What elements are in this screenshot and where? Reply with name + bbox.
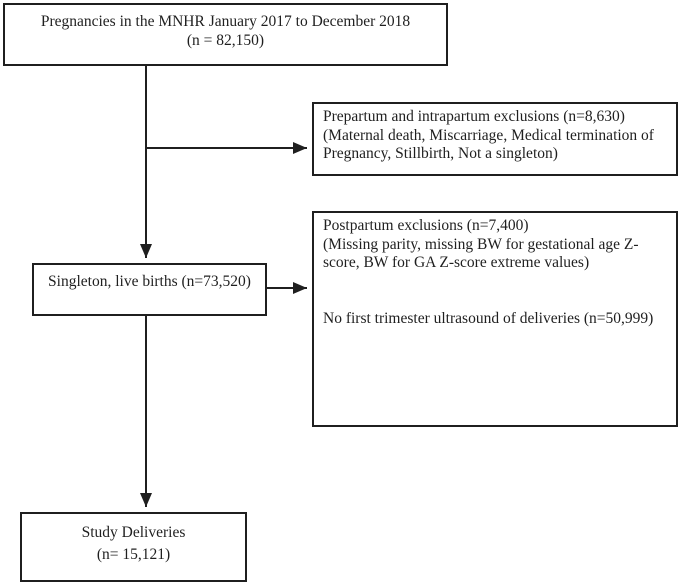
pregnancies-count-line: (n = 82,150) (186, 32, 265, 49)
prepartum-detail-line-1: (Maternal death, Miscarriage, Medical te… (323, 126, 654, 144)
pregnancies-title-line: Pregnancies in the MNHR January 2017 to … (40, 13, 411, 30)
box-study-deliveries: Study Deliveries (n= 15,121) (20, 512, 247, 582)
prepartum-detail-line-2: Pregnancy, Stillbirth, Not a singleton) (323, 145, 558, 162)
box-singleton-live-births: Singleton, live births (n=73,520) (32, 263, 267, 316)
prepartum-title-line: Prepartum and intrapartum exclusions (n=… (323, 108, 625, 125)
no-ultrasound-line: No first trimester ultrasound of deliver… (323, 309, 654, 327)
box-prepartum-exclusions: Prepartum and intrapartum exclusions (n=… (312, 102, 678, 176)
box-postpartum-exclusions: Postpartum exclusions (n=7,400) (Missing… (312, 211, 678, 427)
study-count-line: (n= 15,121) (96, 546, 171, 563)
postpartum-title-line: Postpartum exclusions (n=7,400) (323, 217, 529, 234)
study-title-line: Study Deliveries (81, 524, 186, 541)
postpartum-detail-line-2: score, BW for GA Z-score extreme values) (323, 254, 590, 271)
box-pregnancies: Pregnancies in the MNHR January 2017 to … (3, 3, 448, 66)
singleton-line: Singleton, live births (n=73,520) (48, 273, 251, 290)
postpartum-spacer (323, 273, 667, 310)
postpartum-detail-line-1: (Missing parity, missing BW for gestatio… (323, 235, 639, 253)
